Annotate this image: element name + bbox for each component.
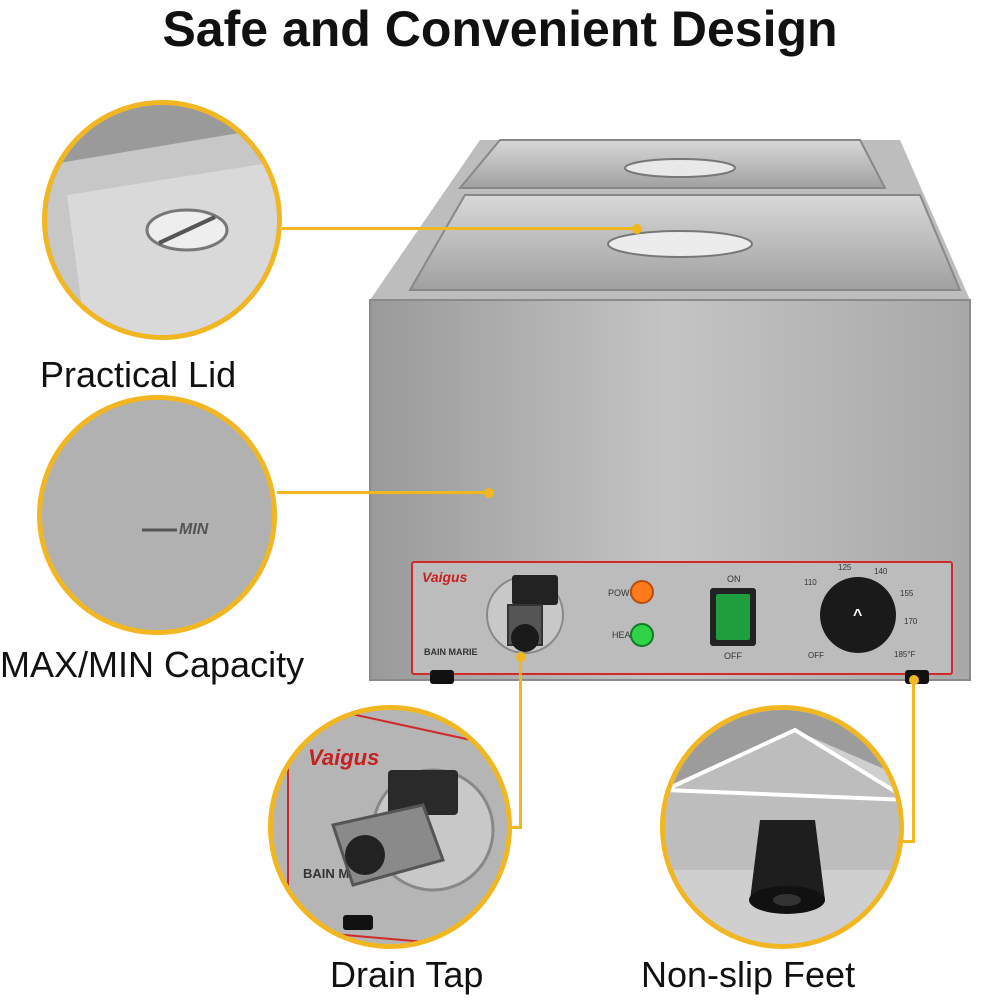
svg-text:Vaigus: Vaigus [308,745,379,770]
svg-text:185°F: 185°F [894,650,916,659]
heat-led [630,623,654,647]
power-led [630,580,654,604]
svg-text:OFF: OFF [808,651,824,660]
svg-text:BAIN MA: BAIN MA [303,866,359,881]
drain-zoom-circle: Vaigus BAIN MA [268,705,512,949]
svg-text:110: 110 [804,578,817,587]
feet-zoom-circle [660,705,904,949]
heat-label: HEAT [612,630,636,640]
switch-off-label: OFF [724,651,742,661]
brand-logo: Vaigus [422,569,468,585]
capacity-zoom-circle: MIN [37,395,277,635]
switch-on-label: ON [727,574,741,584]
svg-text:170: 170 [904,617,918,626]
thermostat-dial [820,577,896,653]
page-title: Safe and Convenient Design [162,1,838,57]
lid-zoom-circle [42,100,282,340]
feet-caption: Non-slip Feet [641,954,856,995]
bain-marie-illustration: Vaigus BAIN MARIE POWER HEAT ON OFF ^ OF… [369,139,971,684]
svg-text:155: 155 [900,589,914,598]
capacity-caption: MAX/MIN Capacity [0,644,305,685]
svg-text:MIN: MIN [179,521,209,538]
drain-caption: Drain Tap [330,954,484,995]
model-label: BAIN MARIE [424,647,478,657]
svg-text:140: 140 [874,567,888,576]
power-label: POWER [608,588,643,598]
svg-text:125: 125 [838,563,852,572]
lid-caption: Practical Lid [40,354,237,395]
svg-text:^: ^ [853,607,862,624]
